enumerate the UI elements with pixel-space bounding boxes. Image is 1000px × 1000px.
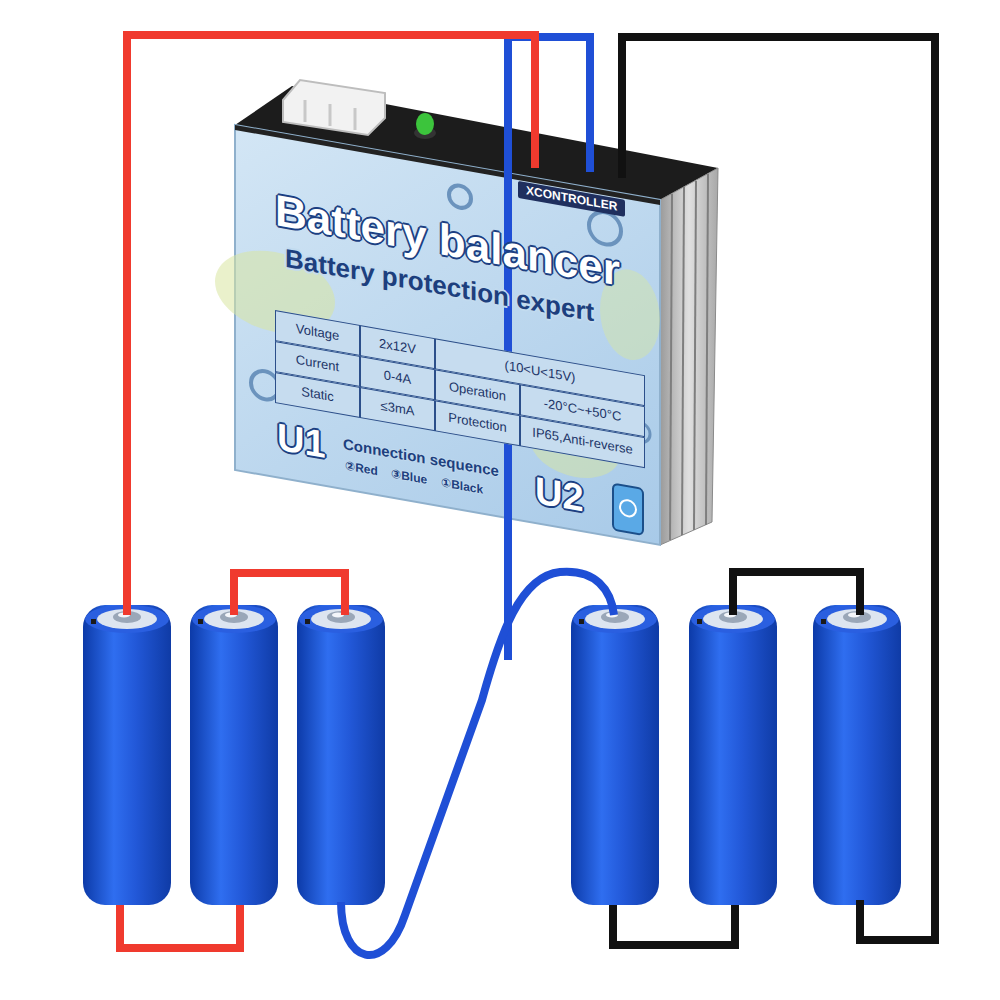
battery-cell <box>813 605 901 905</box>
phone-icon <box>613 484 643 535</box>
red-wire <box>120 900 240 948</box>
battery-cell <box>689 605 777 905</box>
port-label: U2 <box>535 470 584 520</box>
wire-color-note: ①Black <box>441 476 483 497</box>
port-label: U1 <box>277 416 326 466</box>
fin-line <box>706 174 708 525</box>
face-ring <box>449 184 471 210</box>
housing-fins <box>660 168 718 545</box>
connector-slot <box>329 104 332 126</box>
black-wire <box>733 572 860 615</box>
balance-connector <box>283 80 385 135</box>
fin-line <box>670 194 672 540</box>
phone-icon-ring <box>620 499 636 518</box>
wire-color-note: ②Red <box>345 459 378 478</box>
housing-face <box>215 121 660 544</box>
connector-slot <box>354 108 357 130</box>
fin-line <box>682 187 684 535</box>
battery-cell <box>297 605 385 905</box>
face-panel <box>235 125 660 545</box>
blue-wire <box>508 37 590 660</box>
battery-cell <box>571 605 659 905</box>
blue-wire <box>341 572 614 955</box>
connector-slot <box>304 100 307 122</box>
red-wire <box>127 35 535 615</box>
fin-line <box>694 181 696 530</box>
status-led <box>416 113 434 135</box>
black-wire <box>622 37 935 940</box>
black-wire <box>613 900 735 945</box>
battery-cell <box>83 605 171 905</box>
battery-cell <box>190 605 278 905</box>
red-wire <box>234 573 345 615</box>
wire-color-note: ③Blue <box>391 468 427 488</box>
